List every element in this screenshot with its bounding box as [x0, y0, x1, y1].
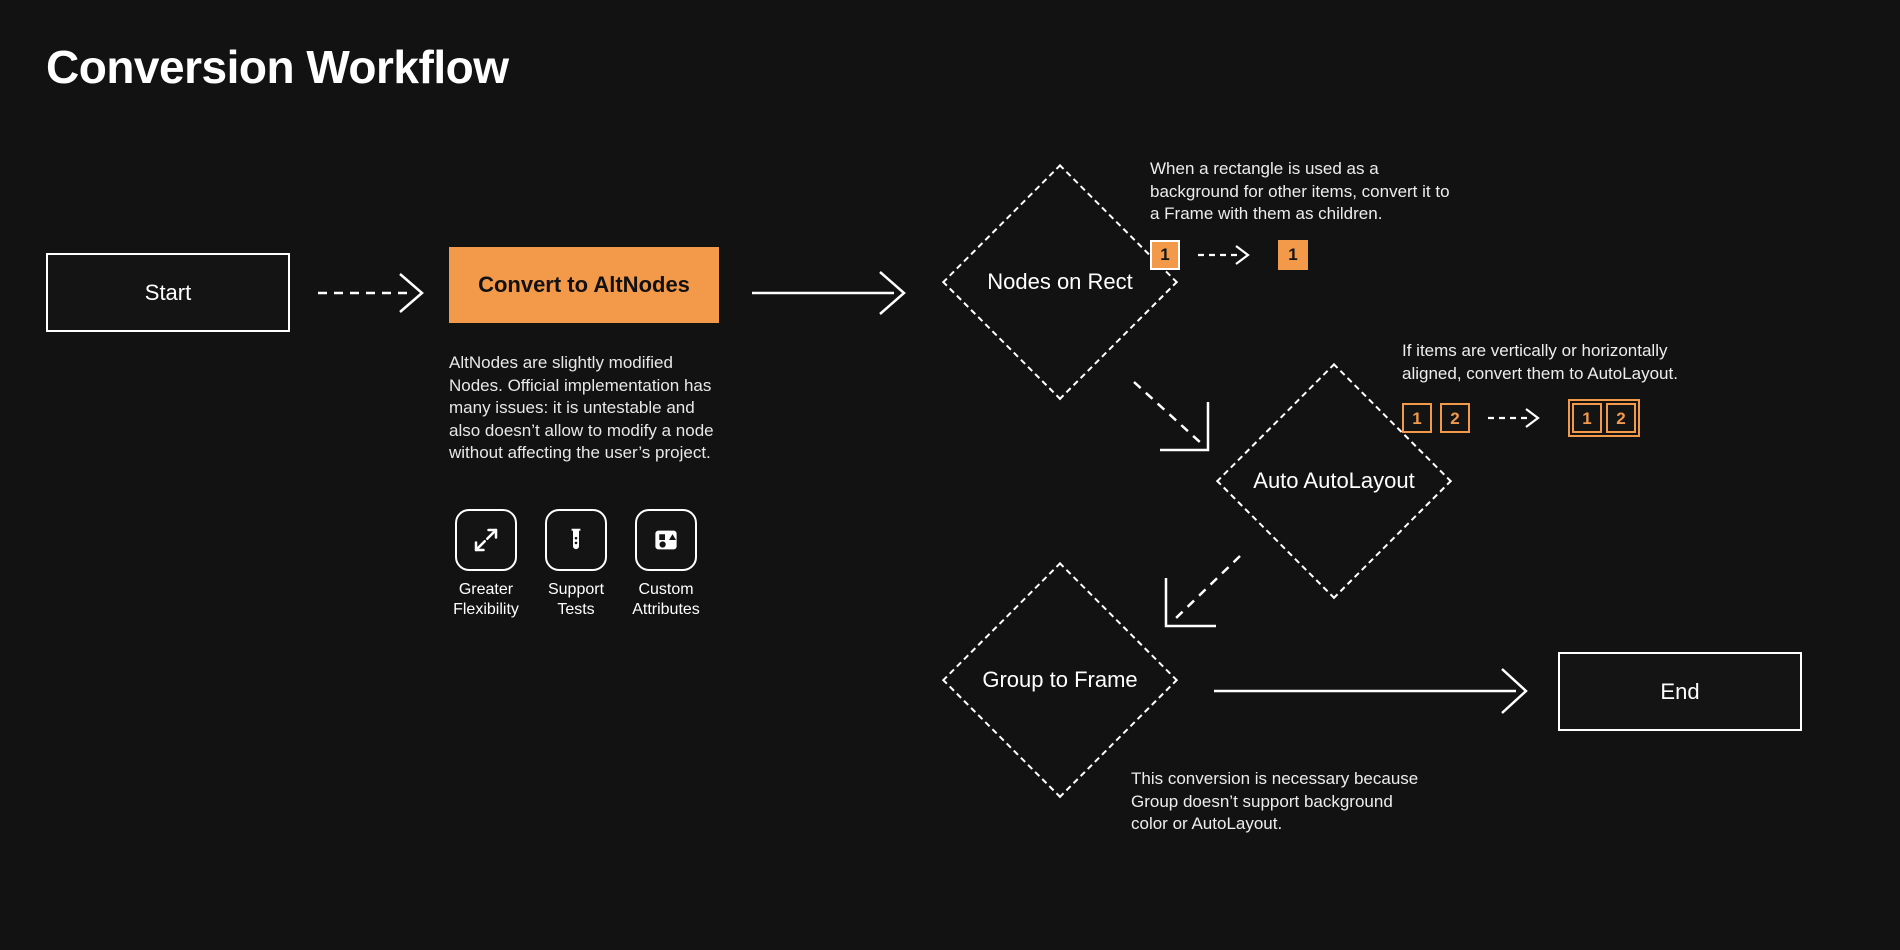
feature-caption-line1: Support	[547, 581, 605, 598]
test-tube-icon	[545, 509, 607, 571]
feature-caption-line2: Attributes	[632, 600, 700, 618]
annotation-group-to-frame: This conversion is necessary because Gro…	[1131, 768, 1421, 836]
badge-item-2: 2	[1440, 403, 1470, 434]
node-convert-label: Convert to AltNodes	[478, 272, 690, 297]
dashed-arrow-right-icon	[1198, 244, 1250, 265]
node-end[interactable]: End	[1558, 652, 1802, 731]
annotation-auto-autolayout-text: If items are vertically or horizontally …	[1402, 341, 1678, 383]
annotation-nodes-on-rect-illustration: 1 1	[1150, 239, 1462, 270]
feature-greater-flexibility[interactable]: Greater Flexibility	[452, 509, 520, 619]
feature-caption: Greater Flexibility	[453, 580, 519, 619]
node-end-label: End	[1660, 678, 1700, 704]
feature-support-tests[interactable]: Support Tests	[542, 509, 610, 619]
node-auto-autolayout-label: Auto AutoLayout	[1253, 468, 1415, 493]
annotation-nodes-on-rect-text: When a rectangle is used as a background…	[1150, 159, 1450, 224]
badges-before: 1 2	[1402, 403, 1470, 434]
feature-caption-line1: Custom	[638, 581, 694, 598]
node-start-label: Start	[144, 279, 192, 305]
annotation-auto-autolayout-illustration: 1 2 1 2	[1402, 399, 1724, 438]
altnodes-description: AltNodes are slightly modified Nodes. Of…	[449, 352, 721, 465]
feature-list: Greater Flexibility Support Tests	[452, 509, 700, 619]
feature-caption-line1: Greater	[458, 581, 514, 598]
annotation-auto-autolayout: If items are vertically or horizontally …	[1402, 340, 1724, 438]
badge-item-1: 1	[1402, 403, 1432, 434]
node-start[interactable]: Start	[46, 253, 290, 332]
badges-after-autolayout-container: 1 2	[1568, 399, 1640, 438]
expand-arrows-icon	[455, 509, 517, 571]
badge-frame: 1	[1278, 239, 1308, 270]
shapes-icon	[635, 509, 697, 571]
altnodes-description-text: AltNodes are slightly modified Nodes. Of…	[449, 353, 714, 463]
badge-item-2: 2	[1606, 403, 1636, 434]
page-title: Conversion Workflow	[46, 41, 509, 93]
feature-caption: Custom Attributes	[632, 580, 700, 619]
node-nodes-on-rect[interactable]: Nodes on Rect	[942, 164, 1178, 400]
connector-start-to-convert	[318, 273, 424, 313]
node-nodes-on-rect-label: Nodes on Rect	[987, 269, 1133, 294]
node-group-to-frame-label: Group to Frame	[982, 667, 1138, 692]
node-auto-autolayout[interactable]: Auto AutoLayout	[1216, 363, 1452, 599]
node-group-to-frame[interactable]: Group to Frame	[942, 562, 1178, 798]
connector-convert-to-nodes-on-rect	[752, 271, 906, 315]
feature-custom-attributes[interactable]: Custom Attributes	[632, 509, 700, 619]
node-convert-to-altnodes[interactable]: Convert to AltNodes	[449, 247, 719, 323]
badge-item-1: 1	[1572, 403, 1602, 434]
feature-caption-line2: Flexibility	[453, 600, 519, 618]
connector-group-to-frame-to-end	[1214, 668, 1528, 714]
annotation-group-to-frame-text: This conversion is necessary because Gro…	[1131, 769, 1419, 834]
dashed-arrow-right-icon	[1488, 408, 1540, 429]
annotation-nodes-on-rect: When a rectangle is used as a background…	[1150, 158, 1462, 270]
feature-caption: Support Tests	[548, 580, 604, 619]
badge-rectangle: 1	[1150, 239, 1180, 270]
feature-caption-line2: Tests	[557, 600, 595, 618]
